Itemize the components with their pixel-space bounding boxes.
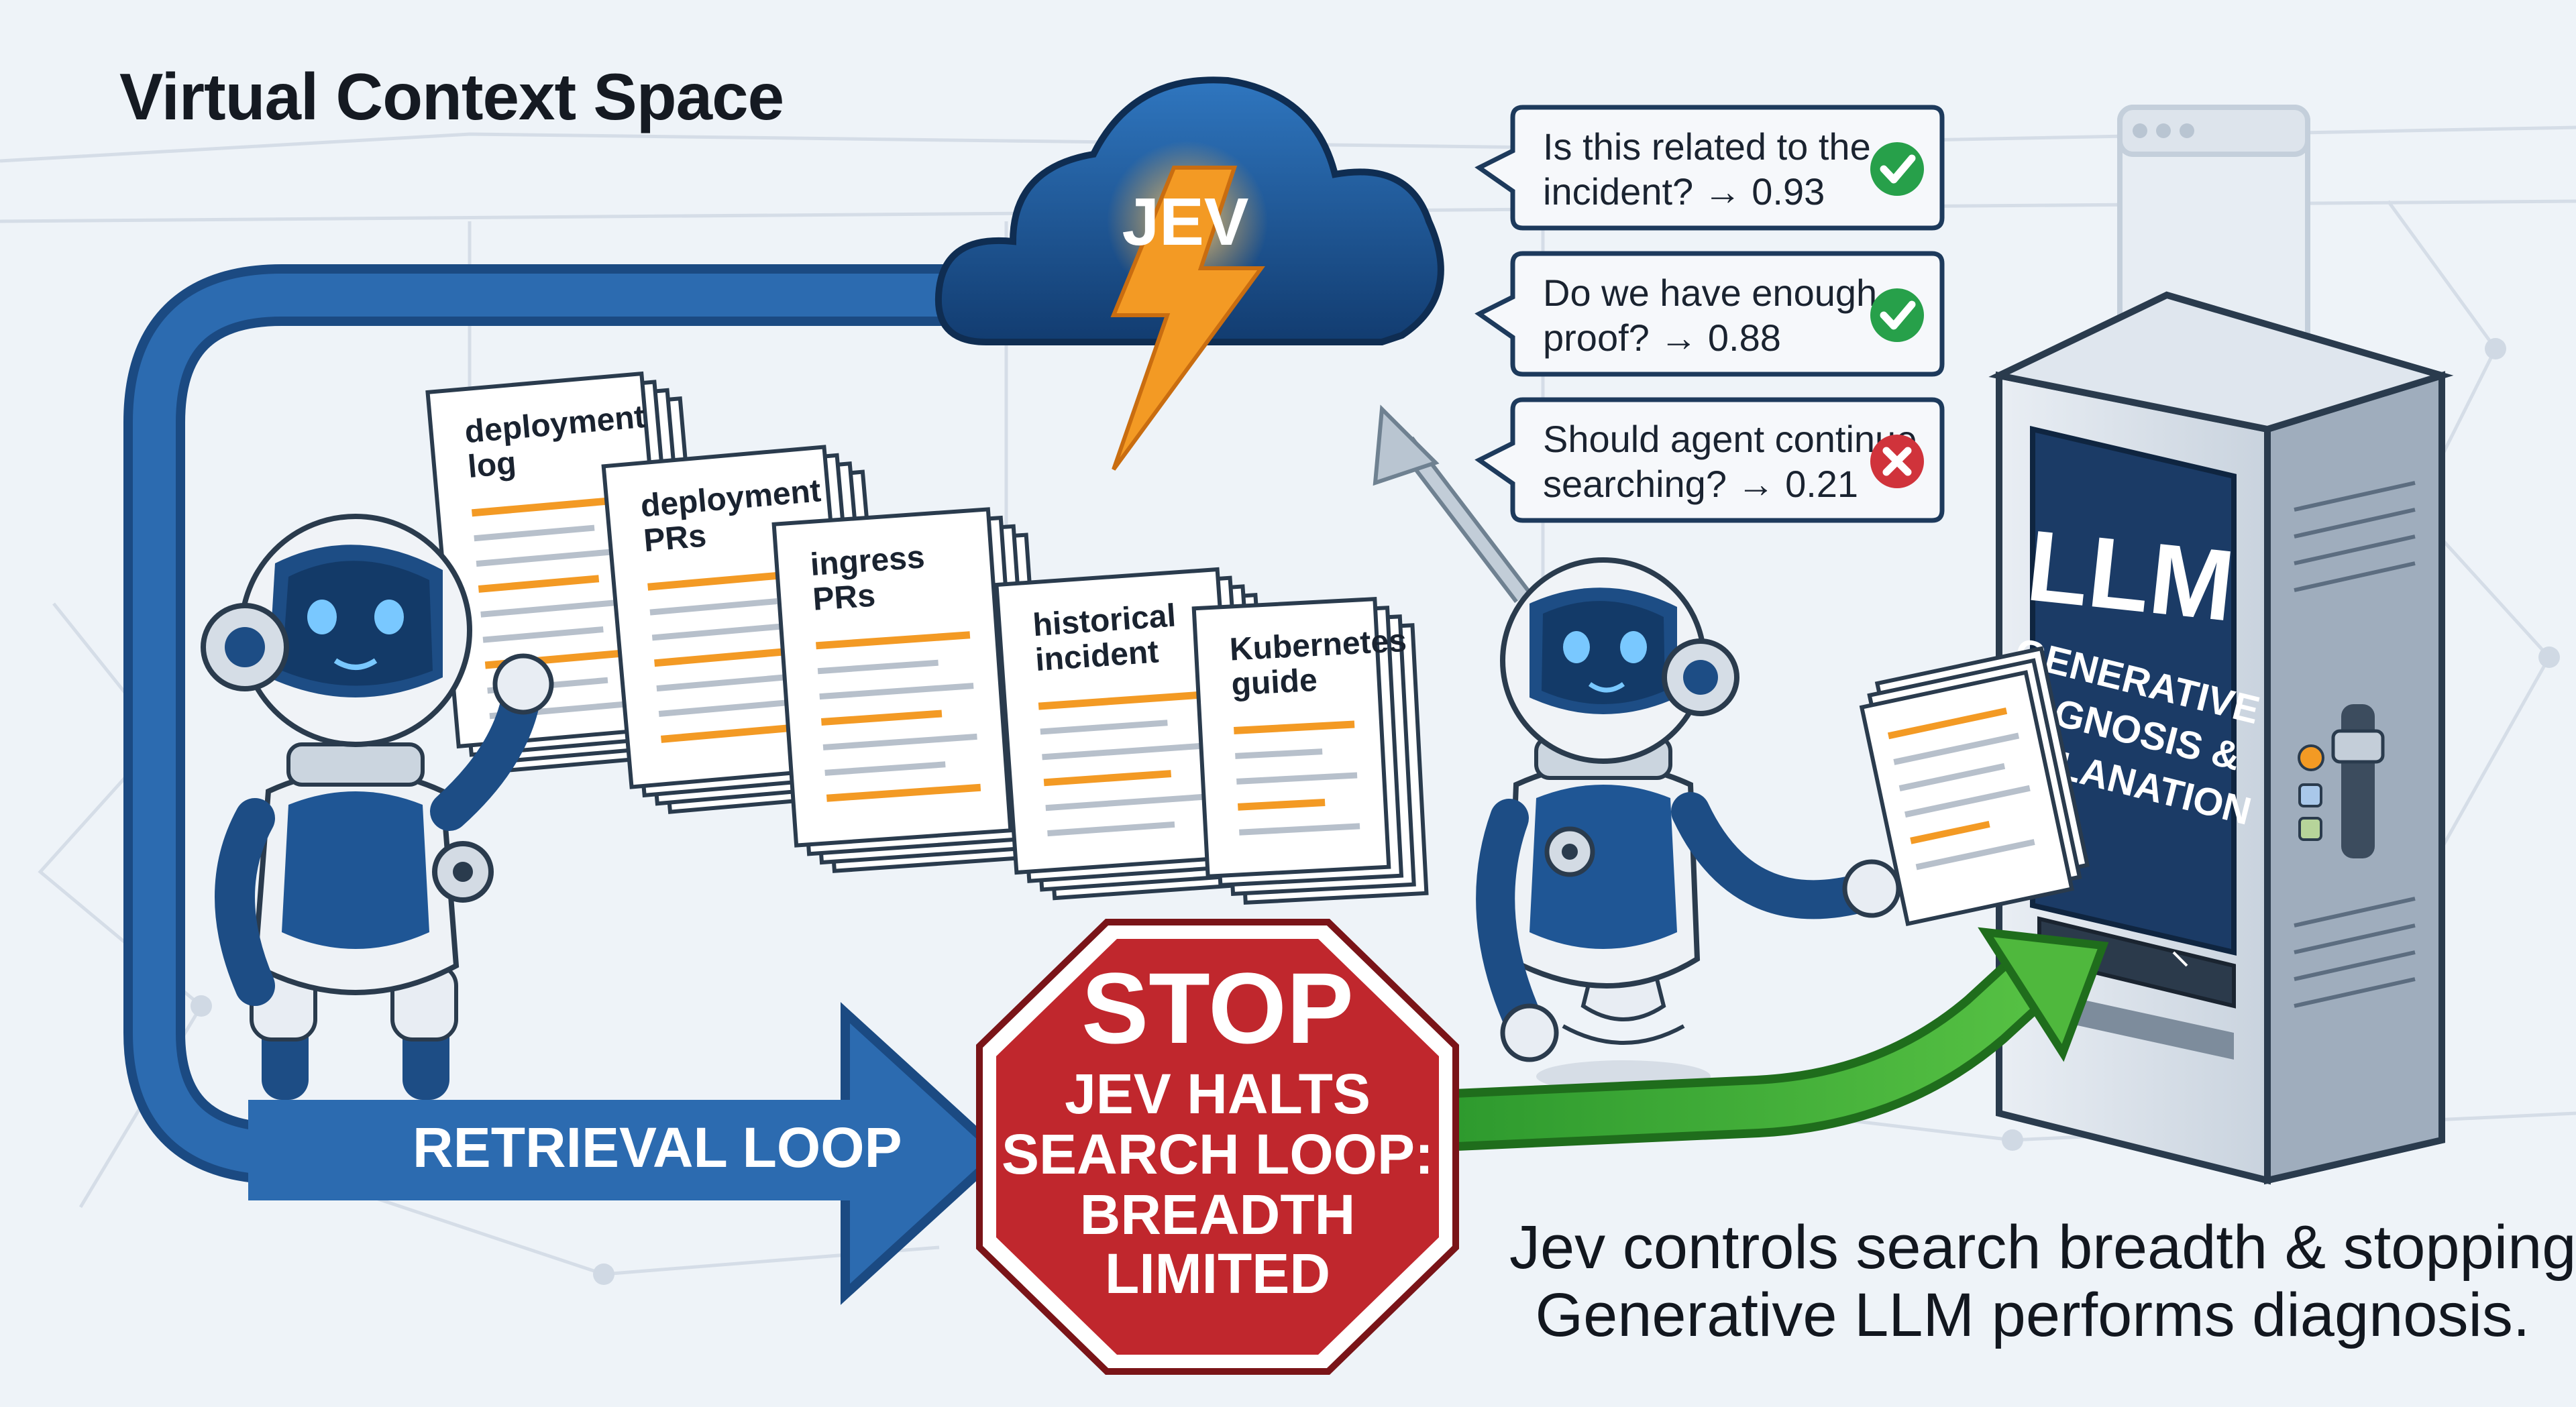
page-title: Virtual Context Space bbox=[119, 60, 784, 133]
question-text-line-1: Is this related to the bbox=[1543, 125, 1871, 168]
stop-sign-line-2: SEARCH LOOP: bbox=[1002, 1123, 1434, 1186]
left-eye bbox=[307, 600, 337, 634]
green-arrow bbox=[1454, 927, 2109, 1151]
status-light-green bbox=[2298, 817, 2322, 841]
stop-sign-line-3: BREADTH bbox=[1080, 1183, 1356, 1246]
caption-line-2: Generative LLM performs diagnosis. bbox=[1535, 1281, 2530, 1350]
document-title-line-2: log bbox=[466, 445, 517, 485]
stop-sign-line-4: LIMITED bbox=[1105, 1242, 1330, 1305]
right-eye bbox=[374, 600, 404, 634]
document-title-line-2: guide bbox=[1230, 663, 1318, 703]
question-text-line-1: Should agent continue bbox=[1543, 418, 1917, 460]
document-title-line-2: PRs bbox=[812, 578, 877, 618]
retrieval-loop-label: RETRIEVAL LOOP bbox=[413, 1116, 902, 1179]
cross-icon bbox=[1870, 435, 1924, 488]
question-text-line-2: proof? → 0.88 bbox=[1543, 317, 1781, 359]
document-title-line-2: PRs bbox=[642, 518, 708, 559]
document-title-line-2: incident bbox=[1034, 634, 1160, 678]
document-title-line-1: ingress bbox=[809, 539, 926, 583]
document-stacks: deploymentlogdeploymentPRsingressPRshist… bbox=[425, 371, 1429, 905]
jev-cloud: JEV bbox=[934, 76, 1444, 471]
stop-sign-line-1: JEV HALTS bbox=[1065, 1062, 1371, 1125]
retrieval-loop-track-inner bbox=[133, 274, 959, 1175]
caption-line-1: Jev controls search breadth & stopping bbox=[1509, 1213, 2576, 1282]
lightning-bolt-icon bbox=[1110, 166, 1265, 471]
status-light-orange bbox=[2298, 744, 2324, 771]
retrieval-loop-label-bar bbox=[248, 1100, 872, 1200]
query-arrow bbox=[1373, 404, 1531, 604]
check-icon bbox=[1870, 288, 1924, 342]
question-text-line-2: incident? → 0.93 bbox=[1543, 170, 1825, 213]
server-lever-slot bbox=[2341, 704, 2375, 858]
stop-sign-title: STOP bbox=[1081, 952, 1354, 1064]
check-icon bbox=[1870, 142, 1924, 196]
caption: Jev controls search breadth & stopping G… bbox=[1509, 1213, 2576, 1350]
jev-cloud-label: JEV bbox=[1122, 184, 1248, 260]
right-eye bbox=[1620, 631, 1647, 663]
left-eye bbox=[1563, 631, 1590, 663]
stop-sign: STOP JEV HALTS SEARCH LOOP: BREADTH LIMI… bbox=[976, 919, 1459, 1375]
question-text-line-2: searching? → 0.21 bbox=[1543, 463, 1858, 505]
llm-label: LLM bbox=[2022, 508, 2239, 642]
status-light-blue bbox=[2298, 783, 2322, 807]
right-robot bbox=[1476, 557, 1901, 1092]
question-text-line-1: Do we have enough bbox=[1543, 272, 1877, 314]
handoff-document-stack bbox=[1859, 646, 2090, 926]
left-robot bbox=[201, 514, 554, 1100]
server-lever bbox=[2331, 729, 2385, 764]
